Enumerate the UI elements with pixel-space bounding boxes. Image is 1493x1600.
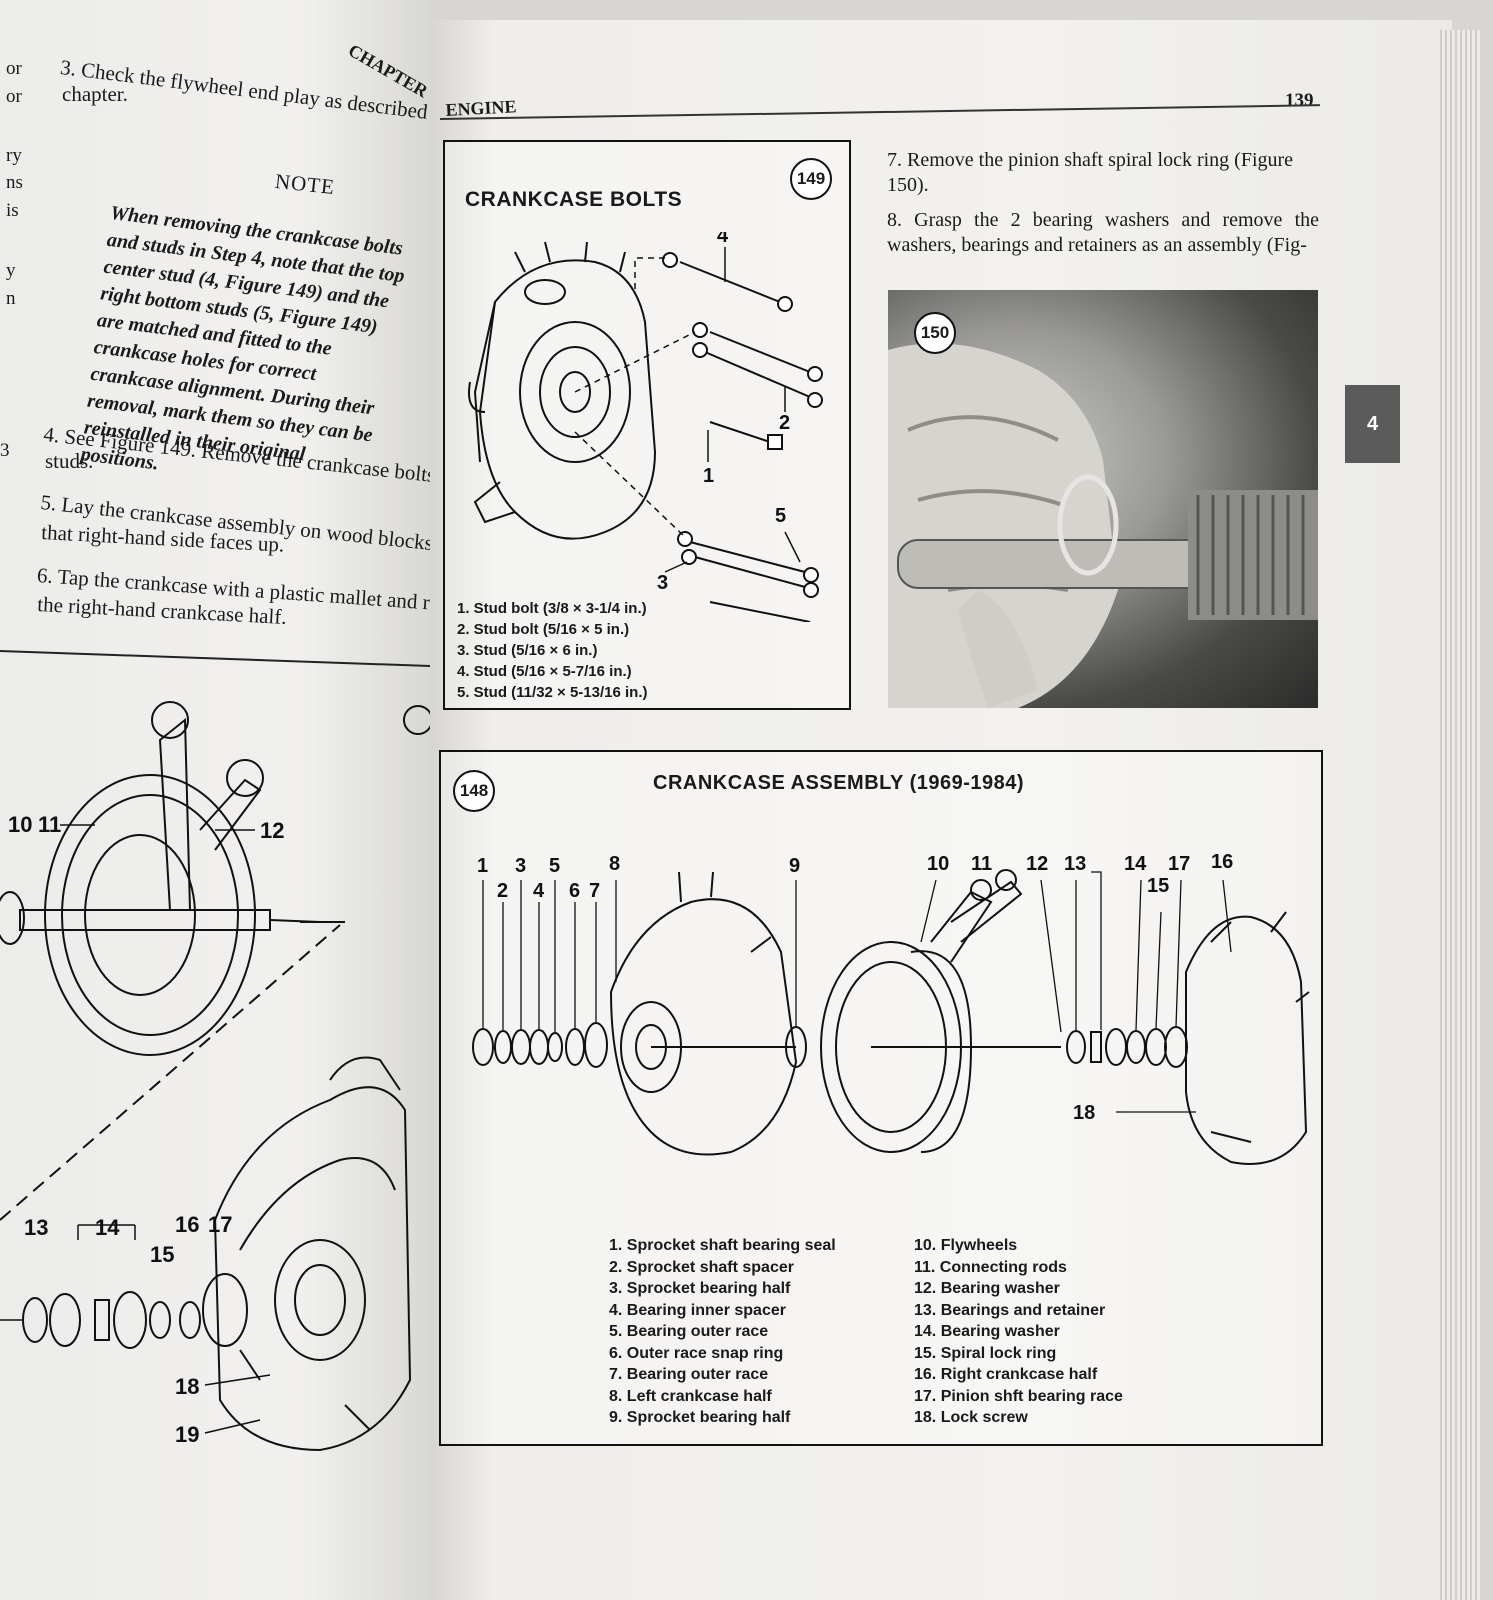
step-4-continued: studs.: [45, 449, 94, 473]
legend-item: 3. Sprocket bearing half: [609, 1280, 791, 1297]
right-page: [432, 20, 1452, 1600]
margin-fragment: is: [6, 200, 19, 221]
legend-item: 18. Lock screw: [914, 1409, 1028, 1426]
figure-148-callout: 14: [1124, 853, 1147, 875]
figure-148-callout: 9: [789, 855, 800, 877]
diagram-callout: 18: [175, 1374, 199, 1399]
figure-148-callout: 5: [549, 855, 560, 877]
legend-item: 10. Flywheels: [914, 1237, 1018, 1254]
diagram-callout: 14: [95, 1215, 120, 1240]
figure-148-callout: 15: [1147, 875, 1169, 897]
figure-148-box: 148 CRANKCASE ASSEMBLY (1969-1984): [439, 750, 1323, 1446]
diagram-callout: 19: [175, 1422, 199, 1447]
figure-148-callout: 10: [927, 853, 949, 875]
diagram-callout: 10: [8, 812, 32, 837]
figure-148-callout: 1: [477, 855, 488, 877]
page-edge: [1440, 30, 1480, 1600]
legend-item: 3. Stud (5/16 × 6 in.): [457, 642, 598, 659]
chapter-tab: 4: [1345, 385, 1400, 463]
figure-149-title: CRANKCASE BOLTS: [465, 188, 683, 211]
figure-149-callout: 4: [717, 232, 729, 247]
legend-item: 4. Bearing inner spacer: [609, 1301, 786, 1319]
legend-item: 5. Bearing outer race: [609, 1323, 769, 1340]
legend-item: 14. Bearing washer: [914, 1323, 1060, 1340]
figure-150-photo: 150: [888, 290, 1318, 708]
figure-148-callout: 18: [1073, 1102, 1095, 1124]
figure-149-badge: 149: [790, 158, 832, 200]
figure-149-callout: 1: [703, 465, 714, 487]
figure-148-callout: 3: [515, 855, 526, 877]
note-title: NOTE: [273, 168, 337, 200]
left-page: or or ry ns is y n 3 CHAPTER 3. Check th…: [0, 0, 430, 1600]
figure-148-callout: 16: [1211, 851, 1233, 873]
legend-item: 2. Sprocket shaft spacer: [609, 1258, 794, 1276]
margin-fragment: 3: [0, 440, 10, 461]
margin-fragment: ry: [6, 145, 22, 166]
diagram-callout: 11: [38, 812, 61, 837]
margin-fragment: ns: [6, 172, 23, 193]
legend-item: 15. Spiral lock ring: [914, 1344, 1057, 1362]
legend-item: 13. Bearings and retainer: [914, 1301, 1106, 1319]
legend-item: 17. Pinion shft bearing race: [914, 1387, 1123, 1405]
figure-148-legend-right: 10. Flywheels 11. Connecting rods 12. Be…: [914, 1235, 1123, 1429]
step-3-continued: chapter.: [62, 82, 128, 106]
legend-item: 5. Stud (11/32 × 5-13/16 in.): [457, 684, 648, 701]
margin-fragment: n: [6, 288, 16, 309]
margin-fragment: or: [6, 58, 22, 79]
figure-148-badge: 148: [453, 770, 495, 812]
margin-fragment: y: [6, 260, 16, 281]
legend-item: 12. Bearing washer: [914, 1280, 1060, 1297]
figure-148-callout: 13: [1064, 853, 1086, 875]
figure-148-callout: 2: [497, 880, 508, 902]
figure-148-callout: 6: [569, 880, 580, 902]
figure-148-title: CRANKCASE ASSEMBLY (1969-1984): [653, 772, 1025, 794]
diagram-callout: 15: [150, 1242, 174, 1267]
legend-item: 6. Outer race snap ring: [609, 1344, 784, 1362]
figure-148-callout: 11: [971, 853, 992, 875]
diagram-callout: 17: [208, 1212, 232, 1237]
diagram-callout: 16: [175, 1212, 199, 1237]
figure-149-callout: 3: [657, 572, 668, 594]
figure-149-legend: 1. Stud bolt (3/8 × 3-1/4 in.) 2. Stud b…: [457, 598, 648, 703]
legend-item: 1. Sprocket shaft bearing seal: [609, 1237, 836, 1254]
margin-fragment: or: [6, 86, 22, 107]
figure-148-legend-left: 1. Sprocket shaft bearing seal 2. Sprock…: [609, 1235, 836, 1429]
figure-149-box: 149 CRANKCASE BOLTS: [443, 140, 851, 710]
figure-148-callout: 12: [1026, 853, 1048, 875]
figure-150-badge: 150: [914, 312, 956, 354]
crankcase-assembly-continued-drawing: 10 11 12 13 14 15 16 17 18 19: [0, 701, 430, 1452]
legend-item: 2. Stud bolt (5/16 × 5 in.): [457, 621, 630, 638]
step-7-text: 7. Remove the pinion shaft spiral lock r…: [887, 149, 1294, 196]
legend-item: 1. Stud bolt (3/8 × 3-1/4 in.): [457, 600, 647, 617]
page-number: 139: [1285, 90, 1314, 111]
legend-item: 4. Stud (5/16 × 5-7/16 in.): [457, 663, 632, 680]
legend-item: 7. Bearing outer race: [609, 1366, 769, 1383]
figure-149-callout: 2: [779, 412, 790, 434]
crankcase-assembly-exploded-drawing: 1 3 5 8 9 10 11 12 13 14 17 16 2 4 6 7 1…: [451, 851, 1311, 1212]
figure-148-callout: 8: [609, 853, 620, 875]
hand-holding-shaft-image: [888, 343, 1318, 708]
legend-item: 9. Sprocket bearing half: [609, 1409, 791, 1426]
figure-badge-icon: [403, 705, 430, 735]
diagram-callout: 12: [260, 818, 284, 843]
crankcase-bolts-drawing: 4 2 1 5 3: [455, 232, 845, 622]
legend-item: 16. Right crankcase half: [914, 1366, 1098, 1383]
diagram-callout: 13: [24, 1215, 48, 1240]
figure-148-callout: 7: [589, 880, 600, 902]
legend-item: 8. Left crankcase half: [609, 1387, 772, 1405]
step-8-text: 8. Grasp the 2 bearing washers and remov…: [887, 209, 1319, 256]
legend-item: 11. Connecting rods: [914, 1258, 1067, 1276]
figure-148-callout: 4: [533, 880, 545, 902]
figure-149-callout: 5: [775, 505, 786, 527]
figure-148-callout: 17: [1168, 853, 1190, 875]
